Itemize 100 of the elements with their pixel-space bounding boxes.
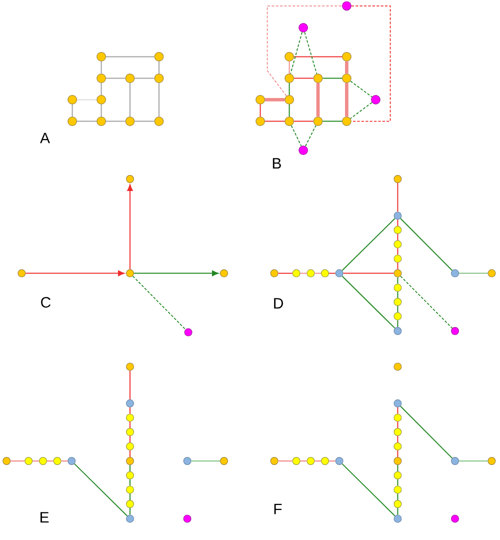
vertex-circle	[39, 457, 47, 465]
dashed-line	[290, 125, 302, 147]
vertex-circle	[284, 95, 294, 104]
edge-line	[328, 460, 336, 462]
vertex-circle	[126, 175, 134, 183]
edge-line	[288, 82, 290, 96]
edge-line	[397, 262, 398, 270]
vertex-circle	[126, 428, 134, 436]
dashed-line	[290, 32, 302, 74]
edge-line	[458, 272, 488, 274]
vertex-circle	[342, 116, 352, 126]
edge-line	[265, 98, 285, 102]
vertex-circle	[284, 116, 294, 126]
edge-line	[278, 460, 293, 462]
edge-line	[397, 234, 398, 241]
edge-line	[278, 272, 293, 274]
edge-line	[400, 218, 453, 271]
vertex-circle	[284, 52, 294, 62]
edge-line	[397, 291, 398, 298]
edge-line	[100, 60, 102, 74]
vertex-circle	[488, 269, 496, 278]
edge-line	[32, 460, 40, 462]
edge-line	[345, 61, 348, 74]
vertex-circle	[126, 442, 134, 450]
vertex-circle	[256, 95, 265, 104]
edge-line	[100, 104, 102, 118]
vertex-circle	[394, 240, 402, 248]
edge-line	[342, 463, 396, 516]
edge-line	[74, 463, 128, 516]
edge-line	[134, 120, 155, 122]
edge-line	[397, 450, 398, 458]
vertex-circle	[125, 74, 135, 83]
vertex-circle	[394, 254, 402, 263]
edge-line	[397, 182, 398, 212]
vertex-circle	[184, 328, 192, 336]
vertex-circle	[394, 298, 402, 306]
vertex-circle	[394, 362, 402, 371]
edge-line	[190, 460, 220, 462]
vertex-circle	[2, 457, 11, 465]
edge-line	[264, 120, 286, 122]
vertex-circle	[284, 74, 294, 83]
vertex-circle	[342, 52, 352, 62]
vertex-circle	[306, 269, 315, 278]
edge-line	[322, 78, 342, 79]
dashed-line	[304, 32, 318, 74]
vertex-circle	[24, 457, 33, 465]
edge-line	[316, 83, 320, 117]
edge-line	[294, 120, 314, 122]
edge-line	[72, 104, 73, 118]
vertex-circle	[126, 362, 134, 371]
vertex-circle	[220, 269, 228, 278]
vertex-circle	[394, 457, 402, 465]
vertex-circle	[394, 471, 402, 480]
vertex-circle	[270, 269, 278, 278]
vertex-circle	[183, 514, 192, 523]
vertex-circle	[394, 442, 402, 450]
edge-line	[397, 248, 398, 256]
vertex-circle	[126, 399, 134, 408]
edge-line	[10, 460, 26, 462]
vertex-circle	[394, 500, 402, 508]
vertex-circle	[126, 457, 134, 465]
edge-line	[106, 120, 126, 122]
dashed-line	[266, 5, 342, 96]
vertex-circle	[68, 95, 77, 104]
vertex-circle	[256, 116, 265, 126]
vertex-circle	[451, 327, 459, 335]
vertex-circle	[394, 399, 402, 408]
edge-line	[342, 218, 396, 271]
edge-line	[100, 82, 102, 96]
dashed-line	[132, 276, 186, 330]
edge-line	[288, 60, 290, 74]
edge-line	[76, 120, 98, 122]
vertex-circle	[154, 116, 164, 126]
vertex-circle	[313, 116, 323, 126]
edge-line	[397, 320, 398, 328]
vertex-circle	[451, 269, 459, 278]
vertex-circle	[335, 457, 344, 465]
edge-line	[328, 272, 336, 274]
edge-line	[397, 464, 398, 472]
panel-label: E	[40, 512, 49, 522]
vertex-circle	[126, 414, 134, 422]
dashed-line	[350, 102, 372, 119]
vertex-circle	[68, 457, 76, 465]
dashed-line	[304, 125, 316, 147]
vertex-circle	[154, 52, 164, 62]
edge-line	[76, 99, 98, 100]
vertex-circle	[96, 95, 106, 104]
edge-line	[397, 493, 398, 500]
edge-line	[106, 78, 126, 79]
vertex-circle	[298, 146, 308, 155]
edge-line	[342, 276, 396, 329]
vertex-circle	[394, 327, 402, 335]
vertex-circle	[394, 414, 402, 422]
arrow	[134, 270, 219, 276]
edge-line	[60, 460, 68, 462]
panel-label: F	[274, 504, 282, 514]
edge-line	[294, 56, 342, 58]
panel-label: C	[41, 297, 51, 308]
vertex-circle	[126, 471, 134, 480]
edge-line	[397, 436, 398, 443]
